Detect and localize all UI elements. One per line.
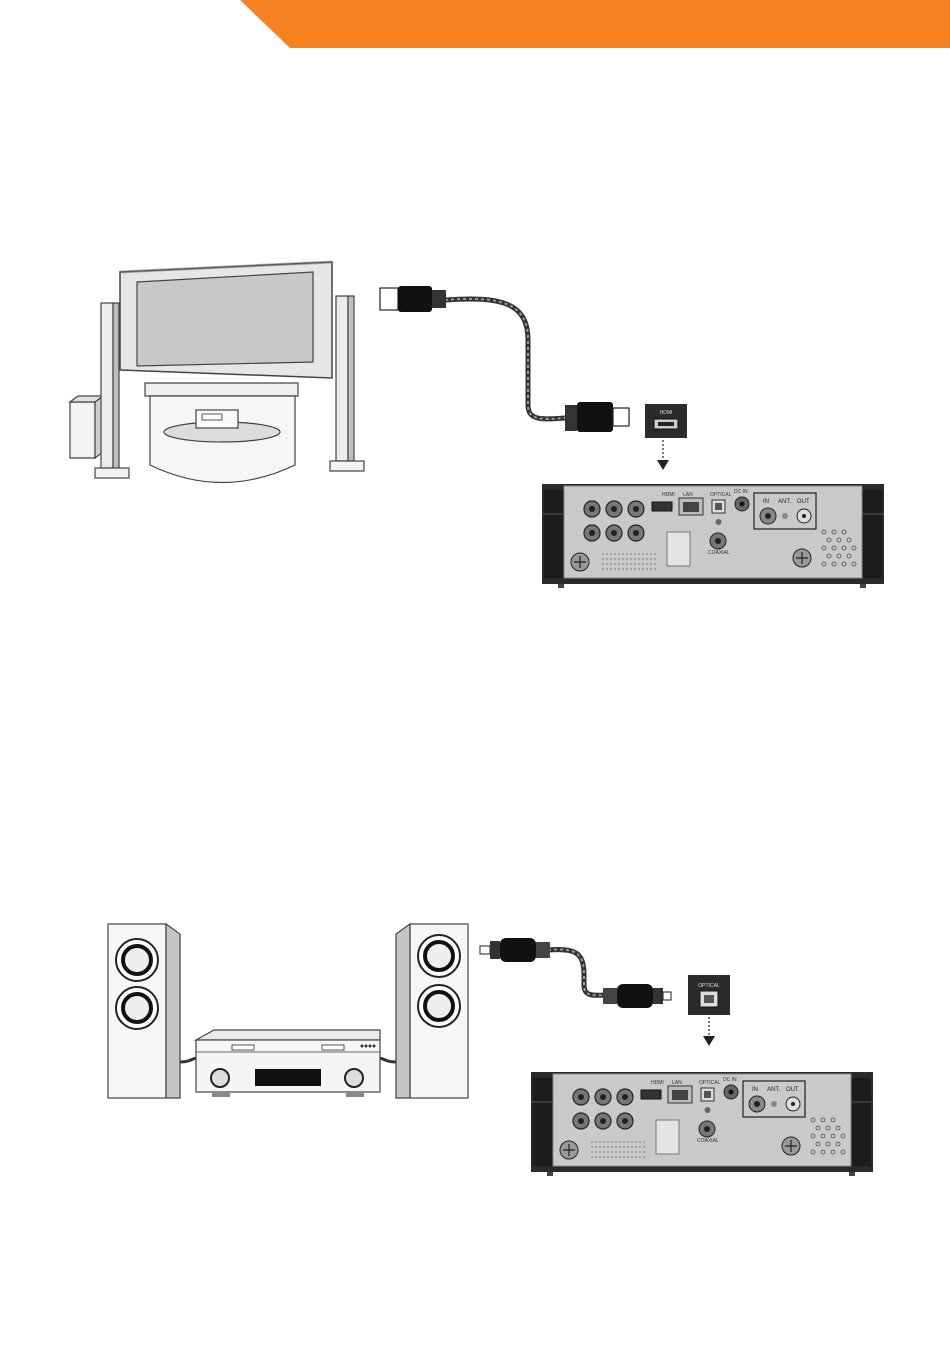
panel-label-in: IN (763, 499, 769, 505)
stereo-amplifier-icon (196, 1030, 380, 1097)
panel-label-optical: OPTICAL (699, 1080, 721, 1086)
port-card-label: OPTICAL (698, 983, 720, 989)
panel-label-dc-in: DC IN (734, 489, 748, 495)
arrow-down-icon (703, 1017, 715, 1046)
panel-label-lan: LAN (683, 492, 693, 498)
header-band (240, 0, 950, 48)
optical-cable-icon (480, 938, 671, 1008)
hdmi-port-card: HDMI (645, 404, 687, 438)
panel-label-ant: ANT. (767, 1087, 780, 1093)
media-player-back-panel-icon: HDMI LAN OPTICAL DC IN IN ANT. OUT COAXI… (531, 1072, 873, 1176)
panel-label-hdmi: HDMI (662, 492, 675, 498)
optical-port-card: OPTICAL (688, 975, 730, 1015)
media-player-back-panel-icon: HDMI LAN OPTICAL DC IN IN ANT. OUT COAXI… (542, 484, 884, 588)
panel-label-out: OUT (797, 499, 810, 505)
port-card-label: HDMI (660, 410, 673, 416)
panel-label-coaxial: COAXIAL (708, 550, 730, 556)
panel-label-lan: LAN (672, 1080, 682, 1086)
tv-icon (70, 262, 364, 483)
panel-label-in: IN (752, 1087, 758, 1093)
panel-label-dc-in: DC IN (723, 1077, 737, 1083)
arrow-down-icon (657, 440, 669, 470)
panel-label-ant: ANT. (778, 499, 791, 505)
panel-label-hdmi: HDMI (651, 1080, 664, 1086)
hdmi-cable-icon (380, 286, 629, 432)
panel-label-out: OUT (786, 1087, 799, 1093)
panel-label-coaxial: COAXIAL (697, 1138, 719, 1144)
panel-label-optical: OPTICAL (710, 492, 732, 498)
